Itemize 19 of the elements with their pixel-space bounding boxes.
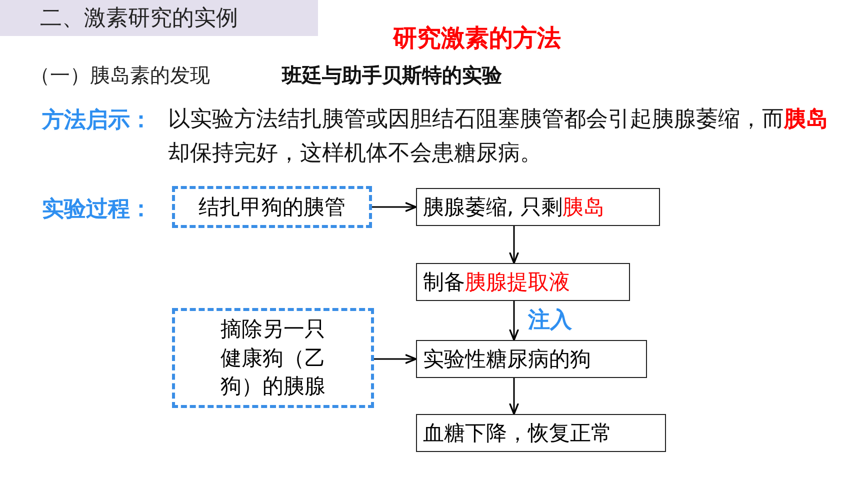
arrow	[508, 378, 520, 415]
arrow	[508, 226, 520, 264]
paragraph: 以实验方法结扎胰管或因胆结石阻塞胰管都会引起胰腺萎缩，而胰岛却保持完好，这样机体不会患糖尿病。	[168, 106, 829, 168]
process-box: 血糖下降，恢复正常	[416, 414, 666, 452]
step-box: 结扎甲狗的胰管	[172, 186, 372, 228]
title: 研究激素的方法	[393, 23, 561, 54]
subheading: 班廷与助手贝斯特的实验	[282, 62, 502, 89]
field-label: 方法启示：	[42, 106, 152, 135]
field-label: 实验过程：	[42, 196, 152, 224]
arrow	[372, 202, 417, 212]
section-heading: （一）胰岛素的发现	[30, 62, 210, 89]
header-band: 二、激素研究的实例	[0, 0, 318, 36]
edge-label: 注入	[528, 306, 572, 334]
step-box: 摘除另一只健康狗（乙狗）的胰腺	[172, 308, 374, 408]
process-box: 实验性糖尿病的狗	[416, 340, 647, 378]
arrow	[508, 301, 520, 341]
process-box: 胰腺萎缩, 只剩胰岛	[416, 188, 660, 226]
process-box: 制备胰腺提取液	[416, 263, 630, 301]
arrow	[374, 354, 417, 364]
